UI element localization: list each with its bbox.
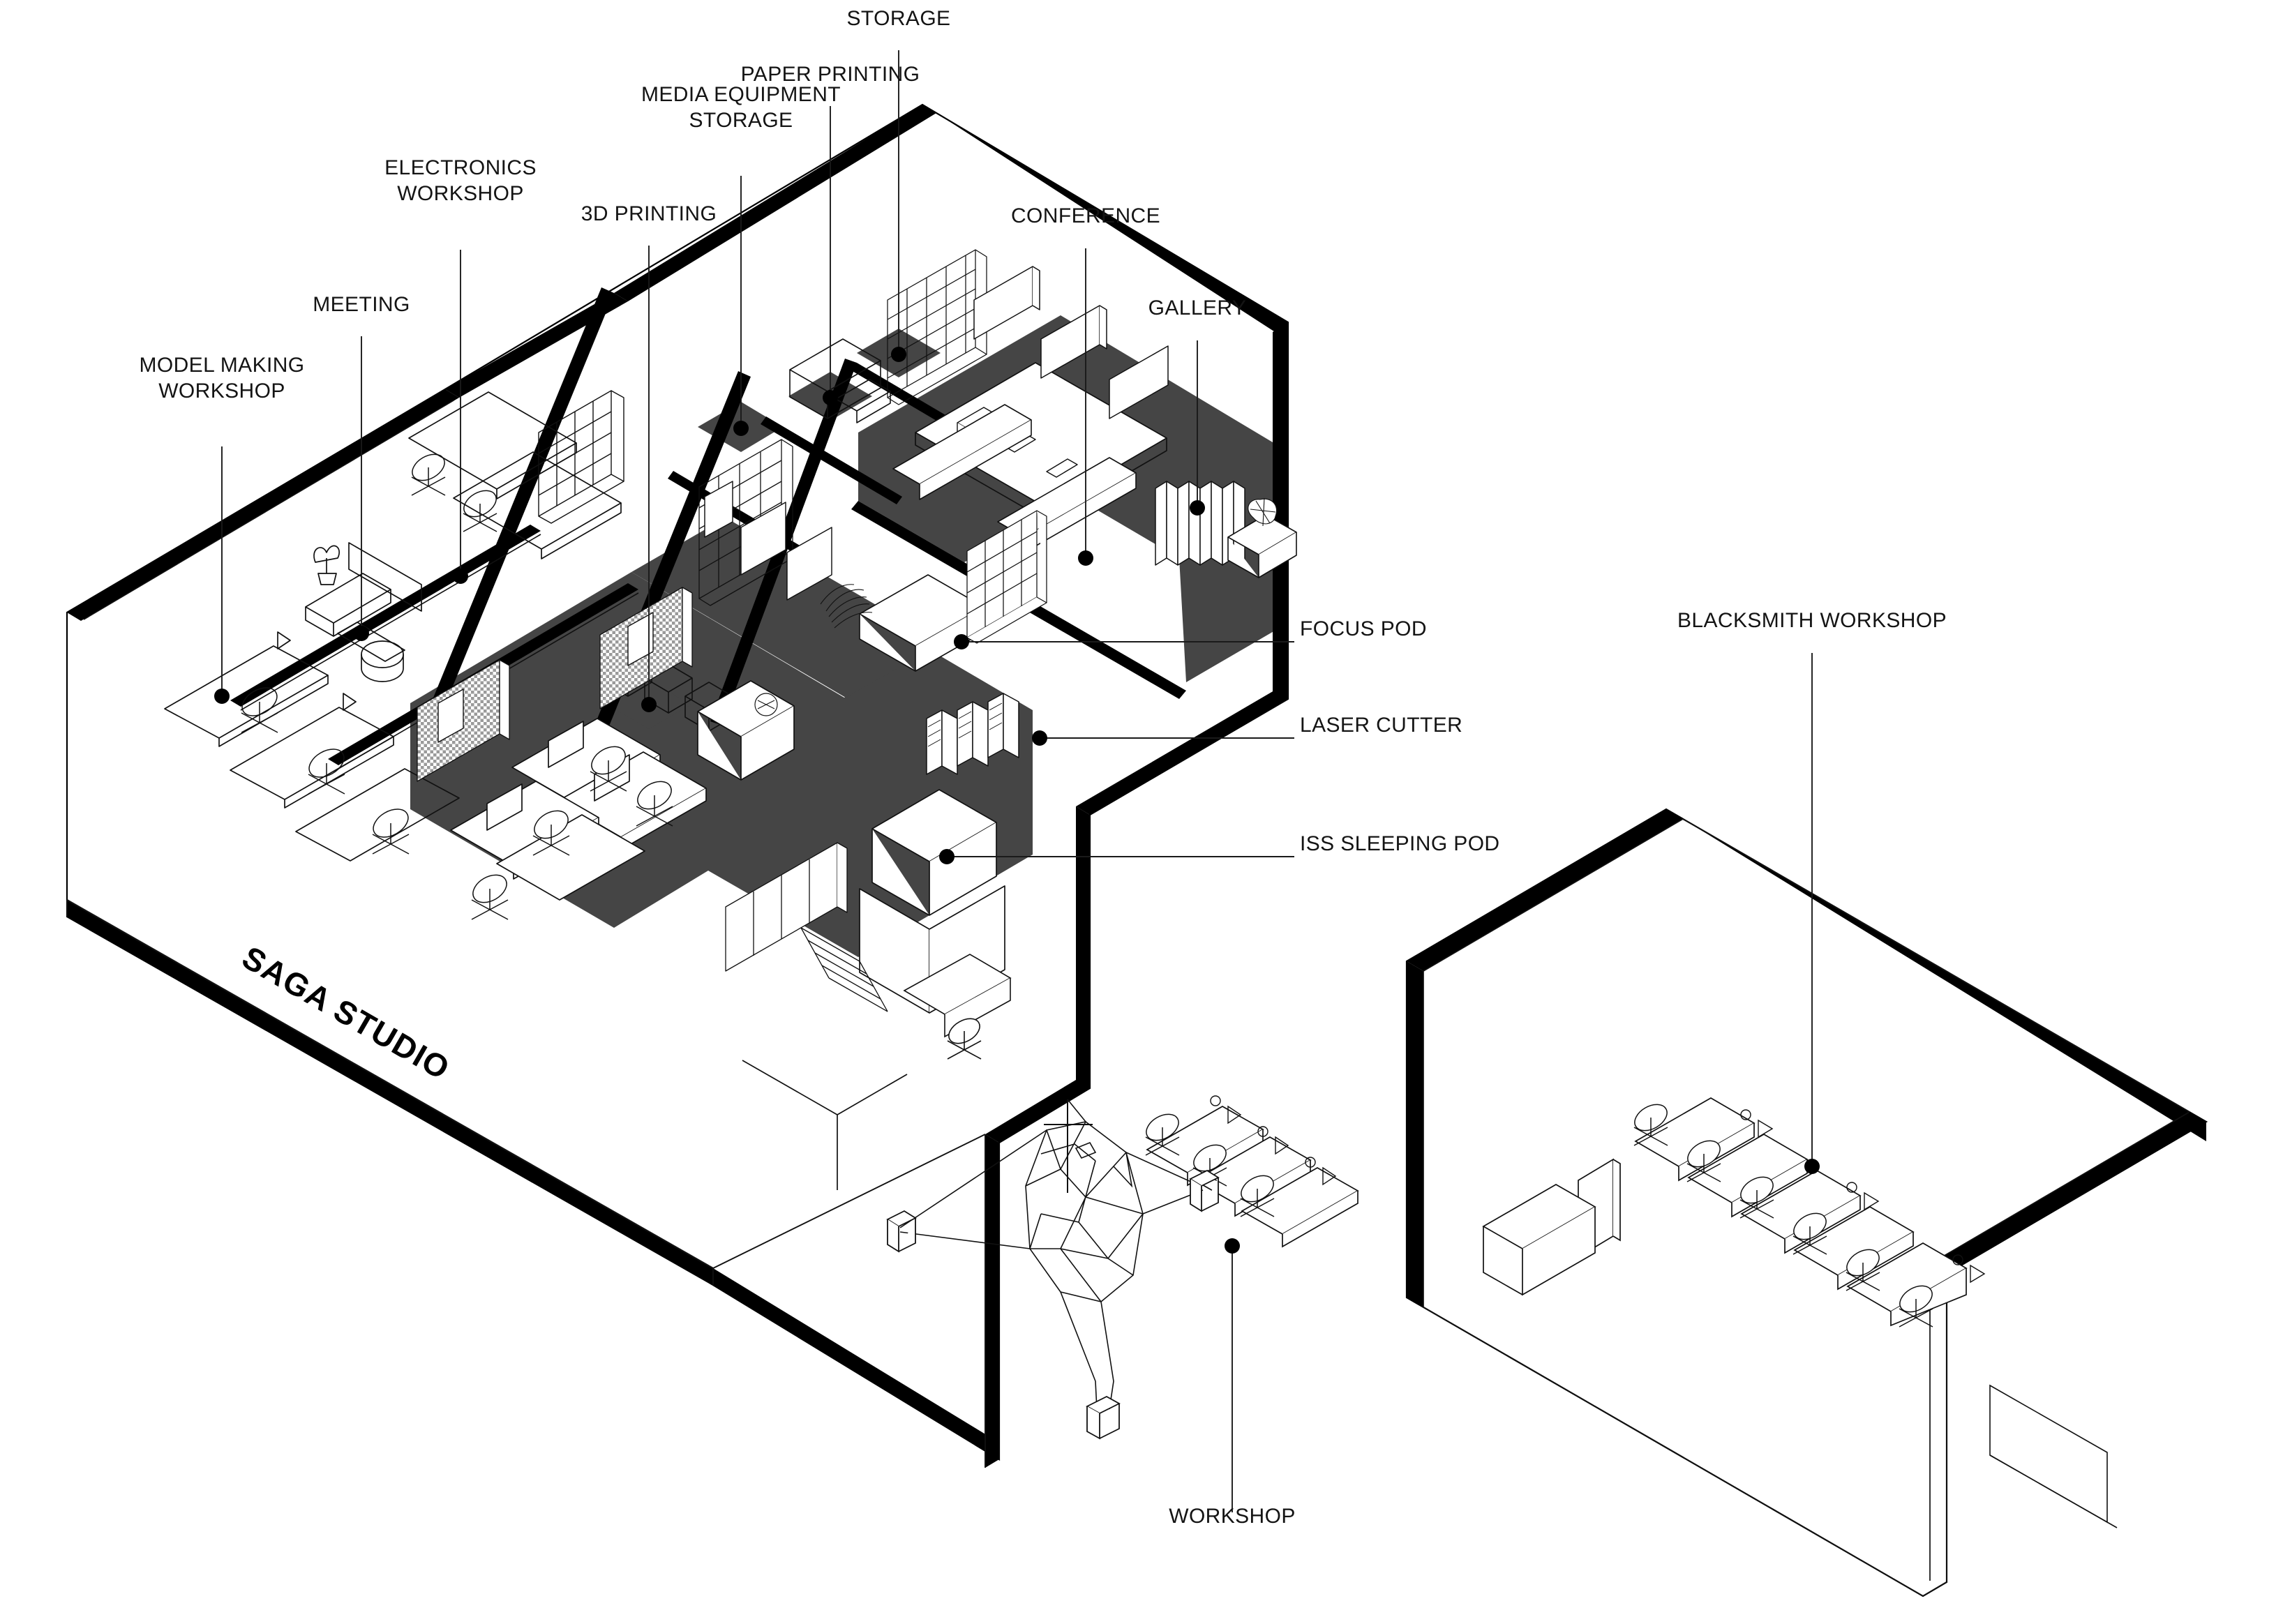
room-label-media-equipment-storage: MEDIA EQUIPMENT STORAGE (641, 83, 841, 132)
dot-conference (1078, 550, 1093, 566)
furniture-open-office (450, 680, 795, 920)
workshop-backhouse (903, 954, 1012, 1060)
room-label-conference: CONFERENCE (1010, 204, 1161, 227)
glazed-storefront (725, 842, 848, 972)
dot-media-storage (733, 421, 749, 436)
interior-linework (83, 249, 1297, 1014)
dot-storage (891, 347, 906, 362)
workshop-chairs (1145, 1113, 1275, 1217)
furniture-paper-printing (789, 338, 891, 423)
furniture-electronics-workshop (408, 390, 624, 559)
furniture-model-making (164, 631, 460, 862)
room-label-focus-pod: FOCUS POD (1300, 617, 1427, 640)
building-outer-skirt (66, 899, 986, 1468)
wall-artworks (704, 481, 832, 601)
dot-focus-pod (954, 634, 969, 649)
dot-blacksmith (1804, 1159, 1820, 1174)
furniture-storage (887, 249, 987, 405)
glazed-partition-hatched (417, 587, 693, 782)
blacksmith-interior (1423, 818, 2190, 1597)
room-label-electronics-workshop: ELECTRONICS WORKSHOP (384, 156, 537, 205)
dot-paper-printing (823, 390, 838, 405)
dot-iss-pod (939, 849, 955, 864)
dot-meeting (354, 626, 369, 641)
dot-gallery (1190, 500, 1205, 516)
room-label-workshop: WORKSHOP (1169, 1505, 1296, 1528)
room-label-3d-printing: 3D PRINTING (581, 202, 717, 225)
blacksmith-wall-poche (1407, 809, 2206, 1307)
annotation-dots (214, 347, 1820, 1254)
room-label-paper-printing: PAPER PRINTING (740, 63, 920, 86)
room-label-gallery: GALLERY (1148, 296, 1247, 319)
furniture-meeting (305, 542, 422, 682)
dot-3d-printing (641, 697, 657, 712)
leader-lines (221, 50, 1813, 1512)
saga-studio-building (66, 103, 1359, 1468)
furniture-focus-pod (859, 510, 1047, 672)
room-label-model-making-workshop: MODEL MAKING WORKSHOP (139, 354, 305, 403)
room-label-blacksmith-workshop: BLACKSMITH WORKSHOP (1677, 609, 1947, 632)
wall-poche (67, 105, 1288, 1468)
room-label-iss-sleeping-pod: ISS SLEEPING POD (1300, 832, 1500, 855)
furniture-laser-cutter (926, 693, 1019, 775)
blacksmith-building (1405, 808, 2208, 1597)
planting-sprays (820, 584, 873, 629)
faceted-sculpture-pavilion (886, 1099, 1220, 1440)
dot-workshop (1225, 1238, 1240, 1254)
workshop-partitions (742, 1060, 908, 1190)
dot-model-making (214, 689, 230, 704)
workshop-zone (742, 954, 1359, 1440)
dot-electronics (453, 569, 468, 584)
room-label-storage: STORAGE (846, 7, 951, 30)
dot-laser-cutter (1032, 730, 1047, 746)
gallery-plinth (1227, 497, 1297, 578)
room-label-laser-cutter: LASER CUTTER (1300, 714, 1463, 737)
room-label-meeting: MEETING (313, 293, 410, 316)
workshop-lamps (1210, 1095, 1337, 1186)
